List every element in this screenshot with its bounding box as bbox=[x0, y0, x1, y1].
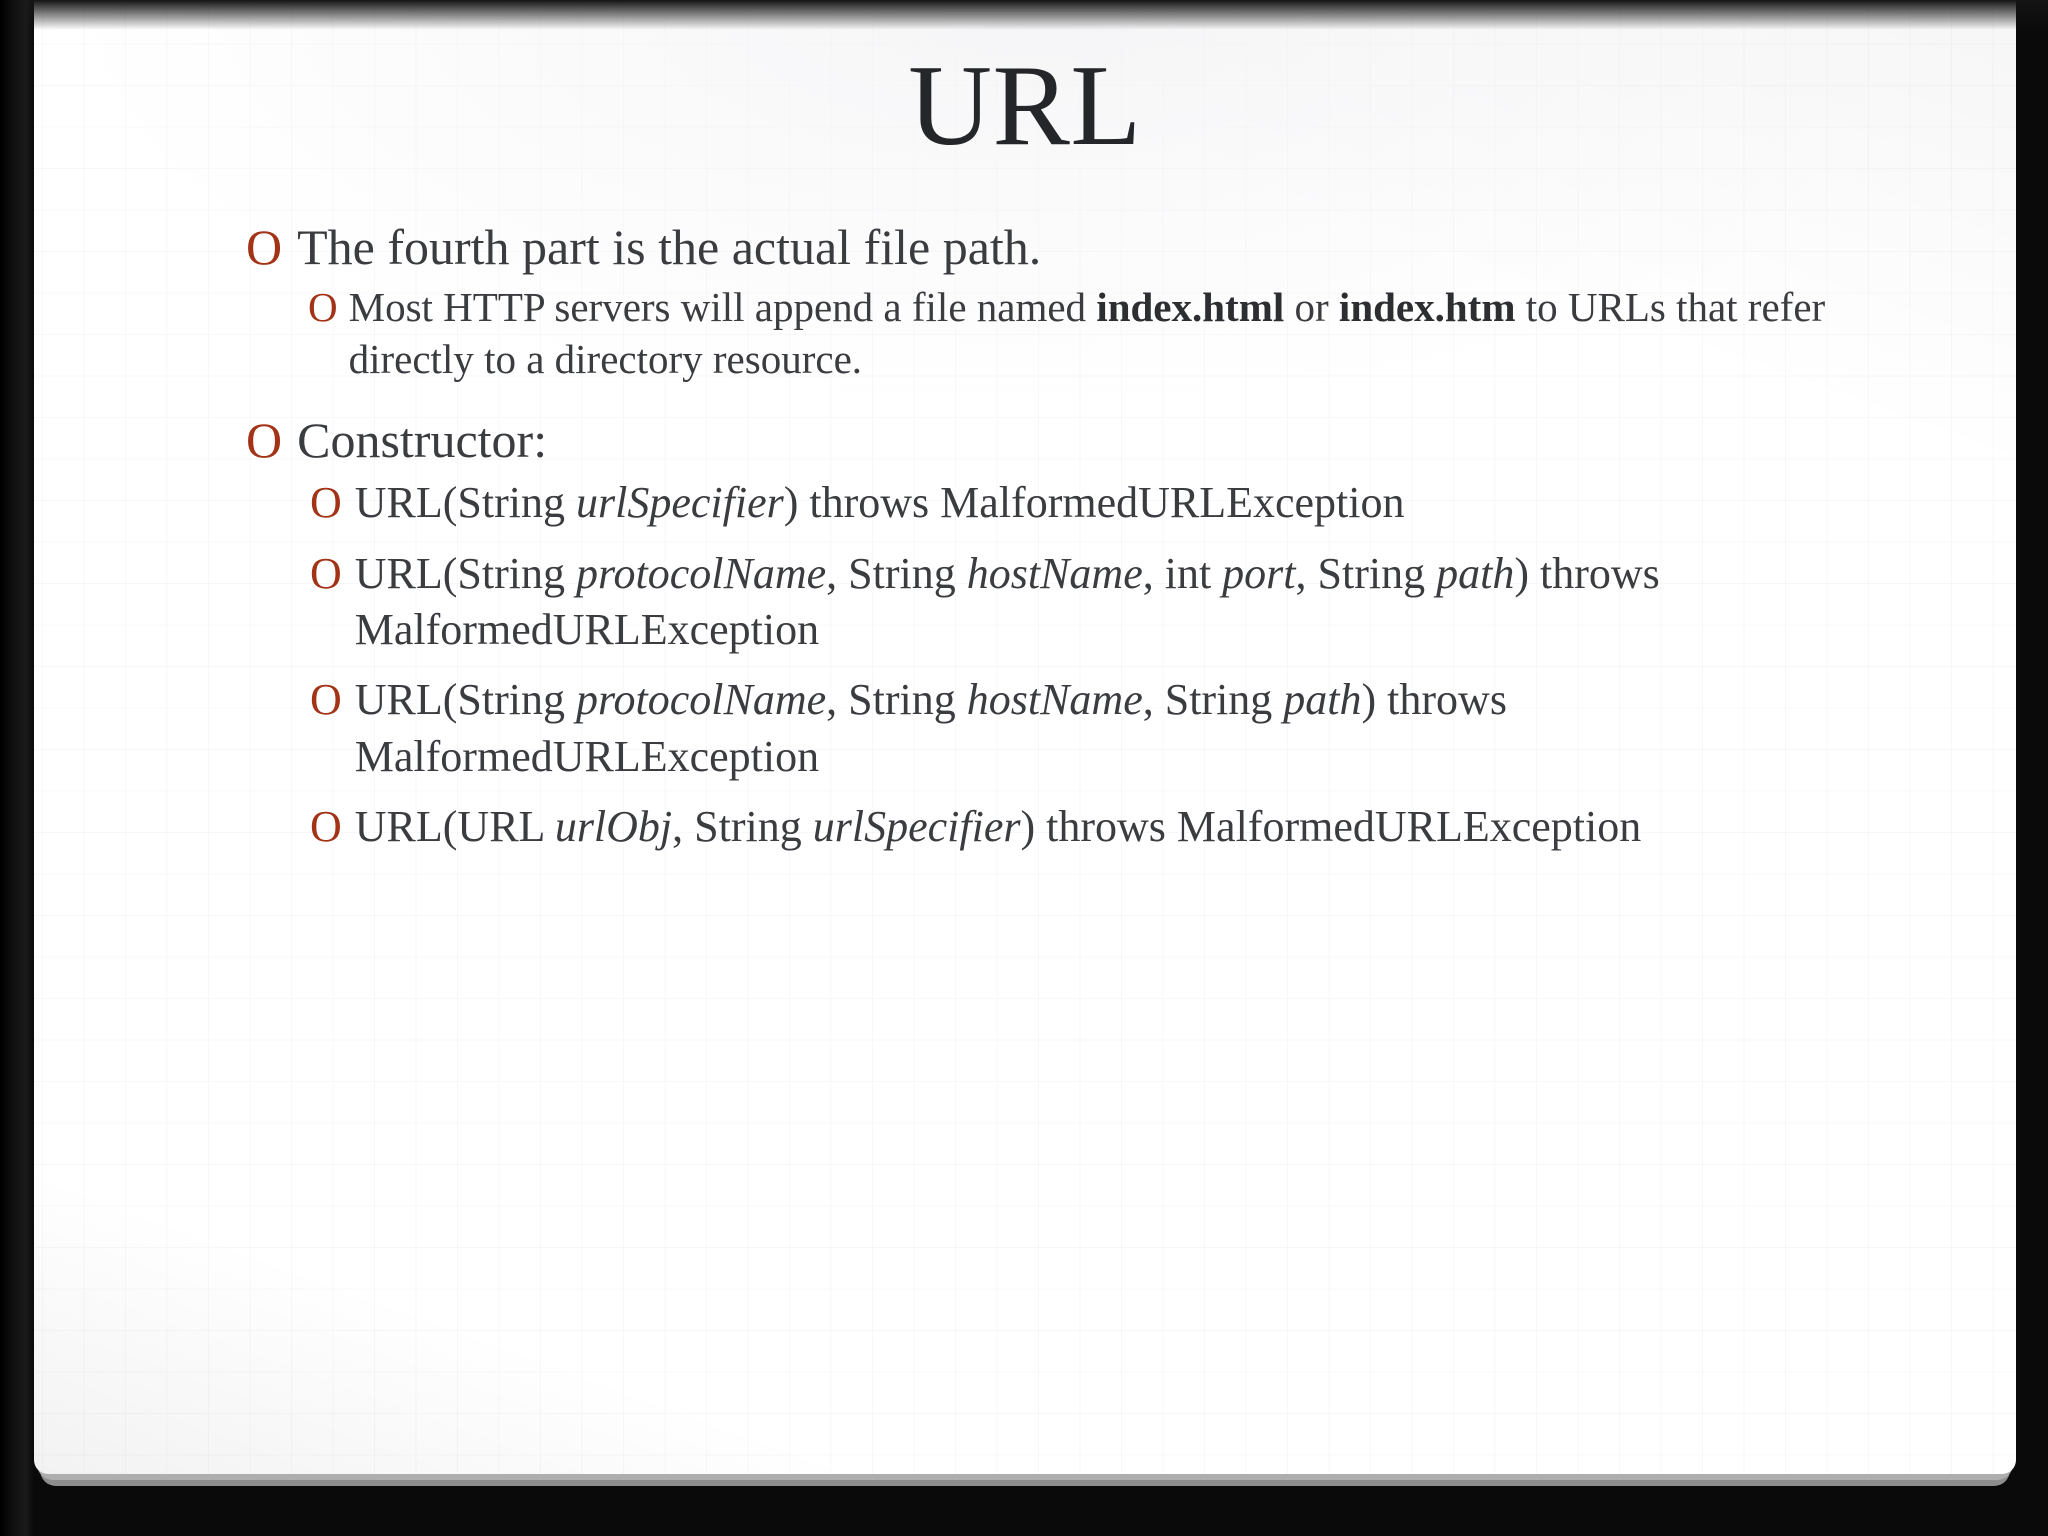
text-run: URL(URL bbox=[354, 801, 555, 851]
text-run-italic: protocolName bbox=[576, 548, 827, 598]
list-item-label: URL(String protocolName, String hostName… bbox=[355, 672, 1930, 785]
text-run: , String bbox=[672, 801, 813, 851]
bullet-o-icon: O bbox=[246, 219, 283, 275]
text-run: , String bbox=[1142, 675, 1284, 725]
bullet-o-icon: O bbox=[310, 801, 342, 851]
text-run-italic: urlObj bbox=[554, 801, 673, 851]
text-run-italic: urlSpecifier bbox=[576, 478, 784, 528]
bullet-o-icon: O bbox=[310, 478, 342, 528]
bullet-o-icon: O bbox=[246, 412, 283, 469]
text-run: ) throws MalformedURLException bbox=[1020, 801, 1642, 851]
text-run-italic: path bbox=[1436, 548, 1515, 598]
slide-content: URL O The fourth part is the actual file… bbox=[34, 0, 2016, 1474]
text-run-italic: port bbox=[1222, 548, 1296, 598]
bullet-o-icon: O bbox=[310, 548, 342, 598]
page-title: URL bbox=[908, 42, 1142, 170]
list-item-label: URL(URL urlObj, String urlSpecifier) thr… bbox=[355, 799, 1930, 855]
text-run: URL(String bbox=[354, 478, 577, 528]
text-run: , String bbox=[1295, 548, 1437, 598]
text-run: ) throws MalformedURLException bbox=[783, 478, 1405, 528]
list-item-constructor: O Constructor: bbox=[246, 411, 1930, 469]
slide-sheet: URL O The fourth part is the actual file… bbox=[34, 0, 2016, 1474]
bullet-o-icon: O bbox=[310, 675, 342, 725]
bullet-o-icon: O bbox=[308, 284, 338, 330]
text-run-italic: hostName bbox=[966, 548, 1143, 598]
text-run: or bbox=[1284, 284, 1339, 330]
text-run: , int bbox=[1142, 548, 1223, 598]
text-run: , String bbox=[826, 675, 967, 725]
text-run-italic: urlSpecifier bbox=[812, 801, 1021, 851]
text-run: URL(String bbox=[354, 548, 577, 598]
text-run: , String bbox=[826, 548, 967, 598]
text-run-italic: hostName bbox=[966, 675, 1143, 725]
text-run-italic: protocolName bbox=[576, 675, 827, 725]
list-item-label: URL(String urlSpecifier) throws Malforme… bbox=[355, 475, 1930, 531]
text-run: URL(String bbox=[354, 675, 577, 725]
text-run: Most HTTP servers will append a file nam… bbox=[348, 284, 1097, 330]
list-item-label: The fourth part is the actual file path. bbox=[297, 219, 1042, 275]
bullet-list: O The fourth part is the actual file pat… bbox=[80, 218, 1970, 855]
list-item-fourth-part: O The fourth part is the actual file pat… bbox=[246, 218, 1930, 276]
list-item-label: Constructor: bbox=[297, 412, 548, 469]
list-item-label: URL(String protocolName, String hostName… bbox=[355, 546, 1930, 659]
list-item-label: Most HTTP servers will append a file nam… bbox=[349, 282, 1930, 385]
text-run-bold: index.htm bbox=[1338, 284, 1516, 330]
spacer bbox=[246, 389, 1930, 411]
list-item-index-html-note: O Most HTTP servers will append a file n… bbox=[308, 282, 1930, 385]
text-run-italic: path bbox=[1283, 675, 1362, 725]
text-run-bold: index.html bbox=[1096, 284, 1285, 330]
